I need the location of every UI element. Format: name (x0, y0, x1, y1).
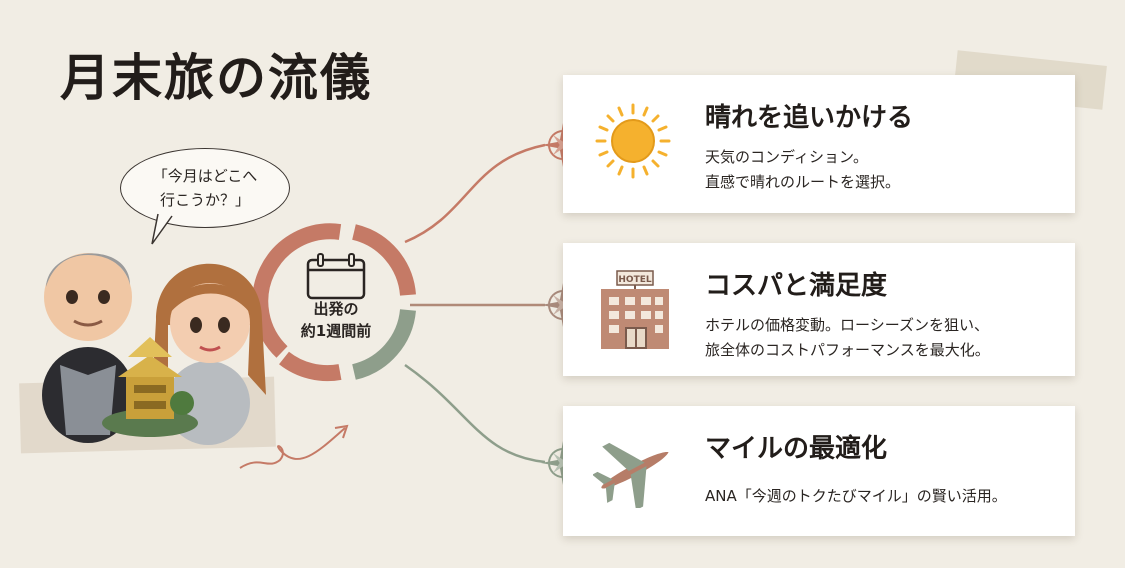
card-title: マイルの最適化 (705, 434, 888, 464)
card-desc-line1: ANA「今週のトクたびマイル」の賢い活用。 (705, 487, 1007, 505)
hub-label: 出発の 約1週間前 (290, 298, 382, 342)
card-description: ANA「今週のトクたびマイル」の賢い活用。 (705, 484, 1007, 509)
sun-icon (595, 103, 671, 179)
card-title: 晴れを追いかける (705, 103, 914, 133)
speech-line2: 行こうか？」 (159, 191, 250, 209)
speech-line1: 「今月はどこへ (152, 167, 258, 185)
card-miles: マイルの最適化 ANA「今週のトクたびマイル」の賢い活用。 (563, 406, 1075, 536)
connector-bottom (404, 363, 546, 464)
card-title: コスパと満足度 (705, 271, 888, 301)
card-desc-line1: ホテルの価格変動。ローシーズンを狙い、 (705, 316, 989, 334)
card-desc-line2: 直感で晴れのルートを選択。 (705, 173, 901, 191)
card-desc-line1: 天気のコンディション。 (705, 148, 869, 166)
calendar-icon (306, 253, 366, 300)
card-description: 天気のコンディション。 直感で晴れのルートを選択。 (705, 145, 900, 195)
page-title: 月末旅の流儀 (60, 48, 372, 107)
airplane-icon (593, 442, 669, 508)
hub-ring-terracotta-top (351, 224, 416, 296)
card-weather: 晴れを追いかける 天気のコンディション。 直感で晴れのルートを選択。 (563, 75, 1075, 213)
hotel-icon: HOTEL (601, 270, 669, 349)
speech-bubble-tail (151, 213, 173, 245)
hub-ring-terracotta-bottom (279, 351, 342, 382)
speech-bubble: 「今月はどこへ 行こうか？」 (120, 148, 290, 228)
hotel-sign-text: HOTEL (618, 275, 651, 285)
card-desc-line2: 旅全体のコストパフォーマンスを最大化。 (705, 341, 990, 359)
hub-ring-terracotta (252, 223, 342, 358)
connector-top (404, 143, 546, 244)
squiggle-arrow (239, 427, 346, 469)
hub-label-line1: 出発の (313, 300, 359, 318)
couple-illustration (42, 253, 266, 445)
hub-label-line2: 約1週間前 (300, 322, 372, 340)
card-description: ホテルの価格変動。ローシーズンを狙い、 旅全体のコストパフォーマンスを最大化。 (705, 313, 990, 363)
card-cost: HOTEL コスパと満足度 ホテルの価格変動。ローシーズンを狙い、 旅全体のコス… (563, 243, 1075, 376)
hub-ring-sage (351, 308, 416, 380)
